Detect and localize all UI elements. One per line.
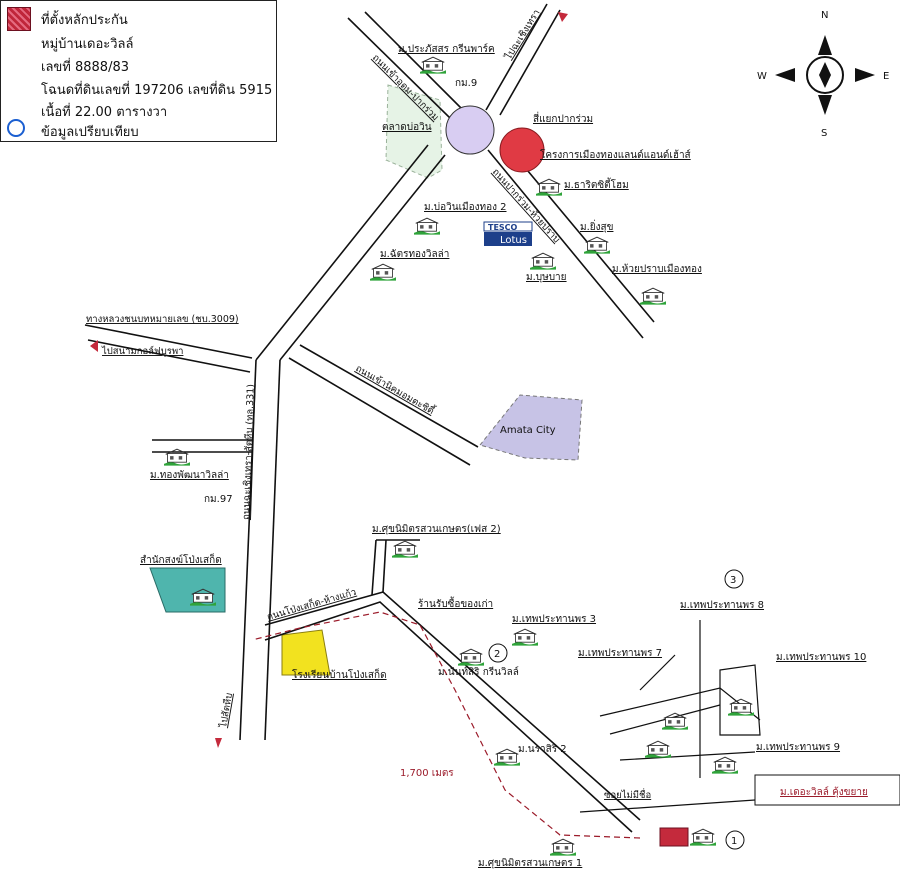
house-icon	[392, 540, 418, 558]
road-label-5: ถนนฉะเชิงเทรา-สัตหีบ (ทล.331)	[240, 384, 257, 520]
place-label-10: ม.บุษบาย	[526, 272, 567, 283]
collateral-marker	[659, 827, 689, 847]
road-label-4: ถนนเข้านิคมอมตะซิตี้	[354, 361, 438, 417]
market-area	[385, 84, 443, 179]
place-label-30: ม.ศุขนิมิตรสวนเกษตร 1	[478, 858, 582, 869]
place-label-16: กม.97	[204, 494, 233, 505]
comparison-3-circle	[724, 569, 744, 589]
place-label-8: ม.ยิ่งสุข	[580, 219, 613, 233]
comparison-1: 1	[731, 836, 737, 847]
lotus-text: Lotus	[500, 235, 527, 246]
compass-s: S	[821, 128, 827, 139]
place-label-18: สำนักสงฆ์โป่งเสก็ด	[140, 552, 222, 566]
lotus-logo	[484, 232, 532, 246]
house-icon	[640, 287, 666, 305]
place-label-3: ตลาดบ่อวิน	[382, 122, 432, 133]
comparison-1-circle	[725, 830, 745, 850]
place-label-1: ม.ประภัสสร กรีนพาร์ค	[398, 43, 495, 55]
compass-n: N	[821, 10, 828, 21]
house-icon	[370, 263, 396, 281]
road-label-7: ซอยไม่มีชื่อ	[604, 788, 651, 801]
house-icon	[512, 628, 538, 646]
place-label-5: โครงการเมืองทองแลนด์แอนด์เฮ้าส์	[540, 148, 691, 161]
place-label-20: ม.เทพประทานพร 3	[512, 614, 596, 625]
place-label-11: ม.ห้วยปราบเมืองทอง	[612, 263, 702, 275]
house-icon	[536, 178, 562, 196]
legend-line-1: ที่ตั้งหลักประกัน	[41, 13, 128, 28]
arrow-icon	[215, 738, 222, 748]
project-red-circle	[499, 127, 545, 173]
place-label-29: ม.เดอะวิลล์ คุ้งขยาย	[780, 786, 868, 798]
collateral-label-box	[754, 774, 900, 806]
house-icon	[584, 236, 610, 254]
tesco-text: TESCO	[488, 223, 518, 232]
comparison-2: 2	[494, 649, 500, 660]
place-label-17: ม.ศุขนิมิตรสวนเกษตร(เฟส 2)	[372, 524, 501, 535]
school-area	[281, 629, 331, 676]
place-label-15: ม.ทองพัฒนาวิลล่า	[150, 470, 229, 481]
place-label-23: ม.นราสิริ 2	[518, 744, 567, 755]
collateral-swatch-icon	[7, 7, 31, 31]
direction-label-3: ไปสัตหีบ	[217, 692, 235, 730]
house-icon	[458, 648, 484, 666]
compass-w: W	[757, 71, 767, 82]
direction-label-1: ไปฉะเชิงเทรา	[502, 7, 543, 62]
place-label-6: ม.ธาริตซิตี้โฮม	[564, 177, 629, 191]
amata-city-area	[479, 394, 583, 461]
place-label-26: ม.เทพประทานพร 7	[578, 648, 662, 659]
house-icon	[645, 740, 671, 758]
place-label-21: ม.นันท์สิริ กรีนวิลล์	[438, 666, 519, 678]
intersection-circle	[445, 105, 495, 155]
place-label-7: ม.บ่อวินเมืองทอง 2	[424, 201, 507, 213]
house-icon	[420, 56, 446, 74]
legend-line-5: เนื้อที่ 22.00 ตารางวา	[41, 105, 168, 120]
place-label-14: Amata City	[500, 425, 556, 436]
road-label-3: ทางหลวงชนบทหมายเลข (ชบ.3009)	[86, 314, 239, 325]
place-label-25: ม.เทพประทานพร 8	[680, 600, 764, 611]
legend-line-4: โฉนดที่ดินเลขที่ 197206 เลขที่ดิน 5915	[41, 83, 273, 98]
comparison-3: 3	[730, 575, 736, 586]
house-icon	[414, 217, 440, 235]
tesco-logo	[483, 221, 533, 232]
route-line	[251, 611, 641, 839]
place-label-22: โรงเรียนบ้านโป่งเสก็ด	[292, 667, 387, 681]
road-label-6: ถนนโป่งเสก็ด-ห้างแก้ว	[265, 585, 357, 623]
map-legend: ที่ตั้งหลักประกัน หมู่บ้านเดอะวิลล์ เลขท…	[0, 0, 277, 142]
house-icon	[712, 756, 738, 774]
place-label-27: ม.เทพประทานพร 10	[776, 652, 866, 663]
comparison-2-circle	[488, 643, 508, 663]
arrow-icon	[90, 340, 98, 352]
direction-label-2: ไปสนามกอล์ฟบูรพา	[101, 345, 183, 357]
compass-e: E	[883, 71, 889, 82]
house-icon	[690, 828, 716, 846]
house-icon	[494, 748, 520, 766]
comparison-circle-icon	[7, 119, 25, 137]
arrow-icon	[558, 12, 568, 22]
legend-line-3: เลขที่ 8888/83	[41, 60, 130, 75]
place-label-4: สี่แยกปากร่วม	[533, 111, 593, 125]
place-label-19: ร้านรับซื้อของเก่า	[418, 596, 493, 610]
house-icon	[530, 252, 556, 270]
house-icon	[550, 838, 576, 856]
distance-label: 1,700 เมตร	[400, 768, 454, 779]
place-label-9: ม.ฉัตรทองวิลล่า	[380, 249, 449, 260]
place-label-28: ม.เทพประทานพร 9	[756, 742, 840, 753]
legend-line-6: ข้อมูลเปรียบเทียบ	[41, 125, 139, 140]
legend-line-2: หมู่บ้านเดอะวิลล์	[41, 37, 134, 52]
house-icon	[662, 712, 688, 730]
house-icon	[728, 698, 754, 716]
place-label-2: กม.9	[455, 78, 477, 89]
compass-icon	[775, 35, 875, 115]
